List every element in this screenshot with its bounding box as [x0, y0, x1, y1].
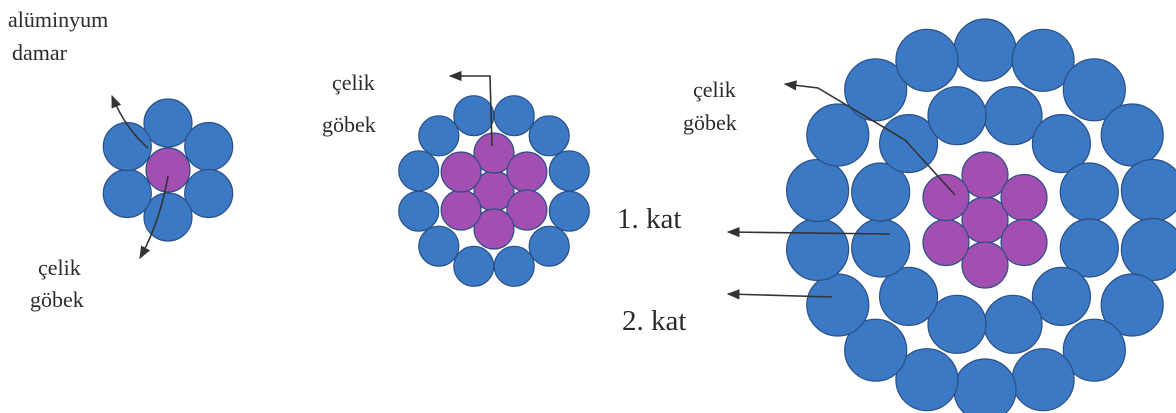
label-large-core-line2: göbek [683, 110, 737, 135]
aluminum-strand-layer-2 [895, 348, 959, 412]
aluminum-strand-layer-2 [953, 18, 1017, 82]
strand-layer [102, 18, 1176, 413]
aluminum-strand [184, 168, 234, 219]
steel-strand [145, 147, 191, 193]
aluminum-strand [184, 121, 234, 172]
diagram-labels: alüminyum damar çelik göbek çelik göbek … [8, 7, 737, 337]
aluminum-strand-layer-1 [1031, 114, 1092, 174]
steel-strand [440, 151, 482, 193]
arrow-layer-1 [726, 227, 891, 238]
steel-strand [961, 196, 1009, 244]
aluminum-strand [528, 225, 570, 267]
aluminum-strand-layer-2 [953, 358, 1017, 413]
label-layer-2: 2. kat [622, 305, 686, 337]
steel-strand [1000, 218, 1048, 267]
aluminum-strand-layer-2 [1062, 318, 1126, 382]
steel-strand [473, 132, 515, 174]
aluminum-strand-layer-2 [785, 158, 850, 223]
aluminum-strand-layer-2 [895, 28, 959, 92]
aluminum-strand [418, 225, 460, 267]
aluminum-strand-layer-1 [851, 162, 911, 222]
aluminum-strand-layer-2 [1062, 58, 1126, 122]
aluminum-strand-layer-1 [851, 218, 911, 278]
aluminum-strand-layer-1 [1059, 162, 1119, 222]
steel-strand [922, 218, 970, 267]
label-aluminum-line2: damar [12, 40, 68, 65]
label-medium-core-line2: göbek [322, 112, 376, 137]
aluminum-strand-layer-2 [1011, 348, 1075, 412]
arrow-small-core [139, 175, 169, 260]
label-aluminum-line1: alüminyum [8, 7, 108, 32]
arrow-medium-core [448, 70, 493, 147]
aluminum-strand [102, 121, 152, 172]
aluminum-strand-layer-2 [844, 318, 908, 382]
aluminum-strand [418, 115, 460, 157]
aluminum-strand-layer-2 [1120, 158, 1176, 223]
label-small-core-line1: çelik [38, 255, 81, 280]
aluminum-strand [453, 245, 495, 287]
label-medium-core-line1: çelik [332, 70, 375, 95]
steel-strand [1000, 173, 1048, 222]
aluminum-strand [453, 95, 495, 137]
pointer-arrows [111, 70, 956, 300]
aluminum-strand-layer-1 [1059, 218, 1119, 278]
arrow-large-core [783, 80, 956, 196]
label-large-core-line1: çelik [693, 77, 736, 102]
aluminum-strand [143, 192, 193, 242]
aluminum-strand [528, 115, 570, 157]
aluminum-strand [143, 98, 193, 148]
steel-strand [473, 208, 515, 250]
aluminum-strand [548, 190, 590, 232]
steel-strand [506, 189, 548, 231]
aluminum-strand [398, 150, 440, 192]
aluminum-strand-layer-1 [983, 294, 1043, 354]
label-layer-1: 1. kat [617, 203, 681, 235]
aluminum-strand-layer-1 [927, 294, 987, 354]
arrow-layer-2 [726, 289, 833, 300]
steel-strand [961, 241, 1009, 289]
aluminum-strand-layer-2 [1120, 217, 1176, 282]
steel-strand [961, 151, 1009, 199]
aluminum-strand [398, 190, 440, 232]
aluminum-strand-layer-2 [1100, 103, 1164, 167]
aluminum-strand-layer-1 [1031, 266, 1092, 326]
aluminum-strand [102, 168, 152, 219]
aluminum-strand-layer-2 [1011, 28, 1075, 92]
arrow-aluminum-strand [111, 94, 149, 149]
steel-strand [506, 151, 548, 193]
steel-strand [922, 173, 970, 222]
aluminum-strand-layer-2 [806, 273, 870, 337]
aluminum-strand [493, 245, 535, 287]
aluminum-strand-layer-2 [844, 58, 908, 122]
aluminum-strand-layer-2 [806, 103, 870, 167]
aluminum-strand [548, 150, 590, 192]
aluminum-strand [493, 95, 535, 137]
aluminum-strand-layer-2 [785, 217, 850, 282]
steel-strand [440, 189, 482, 231]
aluminum-strand-layer-2 [1100, 273, 1164, 337]
aluminum-strand-layer-1 [878, 266, 939, 326]
aluminum-strand-layer-1 [927, 86, 987, 146]
label-small-core-line2: göbek [30, 287, 84, 312]
